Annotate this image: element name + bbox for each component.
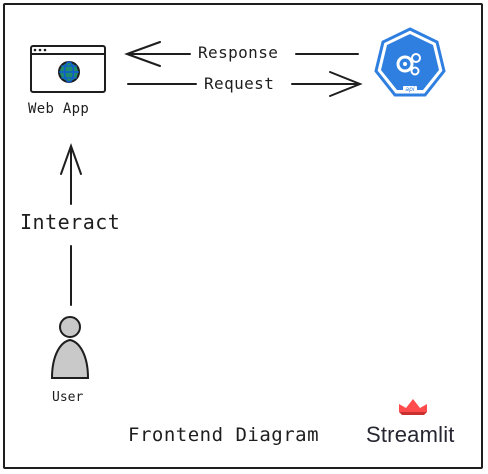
request-arrow	[127, 71, 363, 97]
diagram-title: Frontend Diagram	[128, 424, 320, 446]
response-arrow	[124, 41, 359, 67]
streamlit-crown-icon	[399, 399, 427, 415]
browser-globe-icon	[30, 45, 106, 93]
interact-label: Interact	[20, 210, 121, 234]
streamlit-logo-text: Streamlit	[366, 422, 455, 447]
user-icon	[50, 316, 90, 379]
user-label: User	[52, 390, 84, 405]
api-gears-icon	[374, 27, 446, 97]
interact-arrow	[60, 143, 82, 306]
diagram-frame	[3, 3, 483, 469]
web-app-label: Web App	[28, 101, 90, 117]
api-label: api	[405, 86, 414, 93]
request-label: Request	[204, 74, 275, 93]
response-label: Response	[198, 43, 279, 62]
